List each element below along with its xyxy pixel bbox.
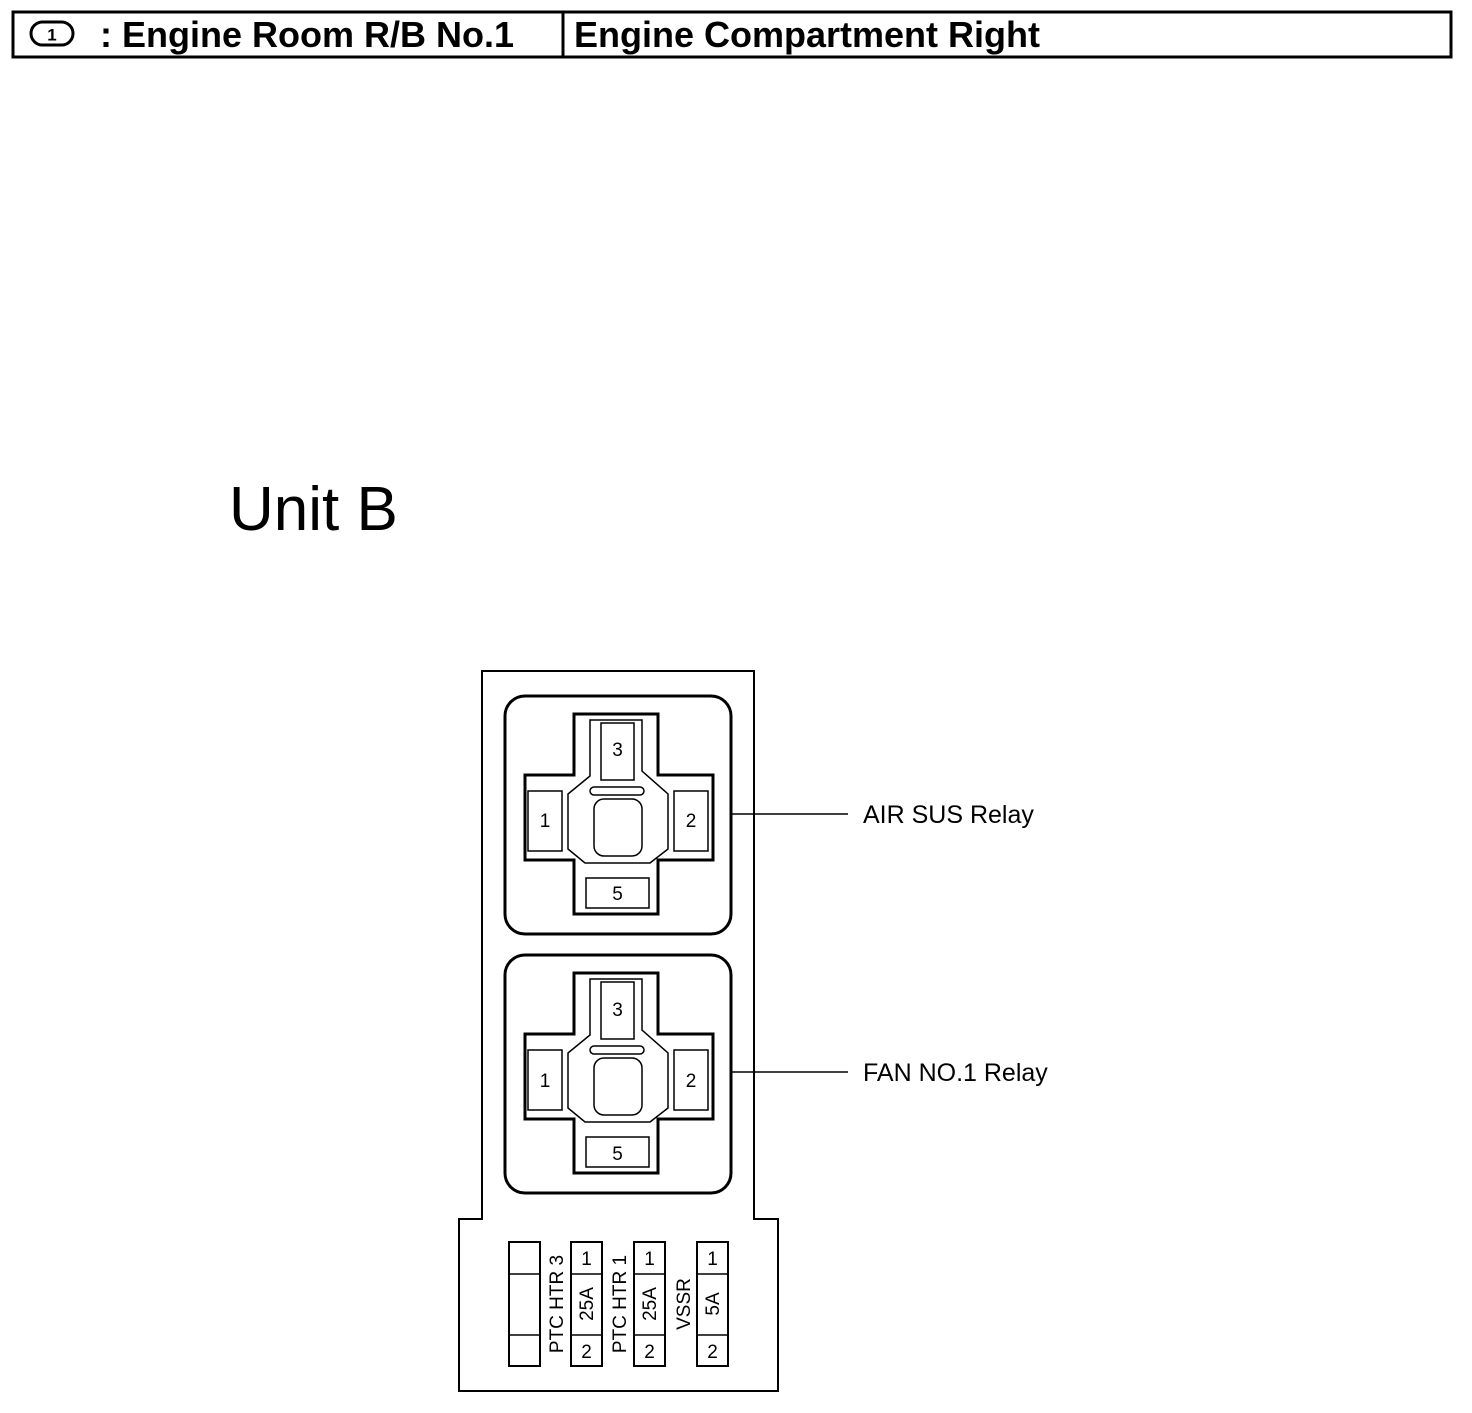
fuse-rating: 25A (640, 1287, 661, 1321)
fuse-pin-1: 1 (644, 1249, 655, 1270)
fuse-rating: 25A (577, 1287, 598, 1321)
terminal-5: 5 (612, 1144, 623, 1165)
fuse-name: PTC HTR 3 (547, 1255, 568, 1353)
fuse-ptc-htr-1: PTC HTR 1 25A 1 2 (610, 1241, 666, 1367)
fuse-pin-2: 2 (581, 1342, 592, 1363)
relay-label-fan-no1: FAN NO.1 Relay (863, 1059, 1048, 1087)
fuse-pin-1: 1 (581, 1249, 592, 1270)
fuse-pin-1: 1 (707, 1249, 718, 1270)
terminal-3: 3 (612, 1000, 623, 1021)
terminal-1: 1 (540, 811, 551, 832)
fuse-spare-slot (508, 1241, 541, 1367)
relay-socket-fan-no1: 3 1 2 5 (503, 953, 733, 1195)
block-outline (458, 670, 779, 1392)
location-description: Engine Compartment Right (574, 14, 1040, 55)
fuse-pin-2: 2 (644, 1342, 655, 1363)
fuse-pin-2: 2 (707, 1342, 718, 1363)
fuse-ptc-htr-3: PTC HTR 3 25A 1 2 (547, 1241, 603, 1367)
location-code: : Engine Room R/B No.1 (100, 14, 514, 55)
terminal-5: 5 (612, 884, 623, 905)
terminal-2: 2 (686, 1071, 697, 1092)
header-bar: 1 : Engine Room R/B No.1 Engine Compartm… (11, 10, 1453, 59)
relay-label-air-sus: AIR SUS Relay (863, 801, 1034, 829)
fuse-vssr: VSSR 5A 1 2 (674, 1241, 729, 1367)
fuse-name: PTC HTR 1 (610, 1255, 631, 1353)
location-badge: 1 (29, 20, 75, 47)
location-badge-number: 1 (47, 26, 56, 45)
unit-title: Unit B (229, 475, 398, 544)
terminal-1: 1 (540, 1071, 551, 1092)
terminal-3: 3 (612, 740, 623, 761)
fuse-rating: 5A (703, 1292, 724, 1316)
relay-socket-air-sus: 3 1 2 5 (503, 694, 733, 936)
terminal-2: 2 (686, 811, 697, 832)
fuse-name: VSSR (674, 1278, 695, 1330)
